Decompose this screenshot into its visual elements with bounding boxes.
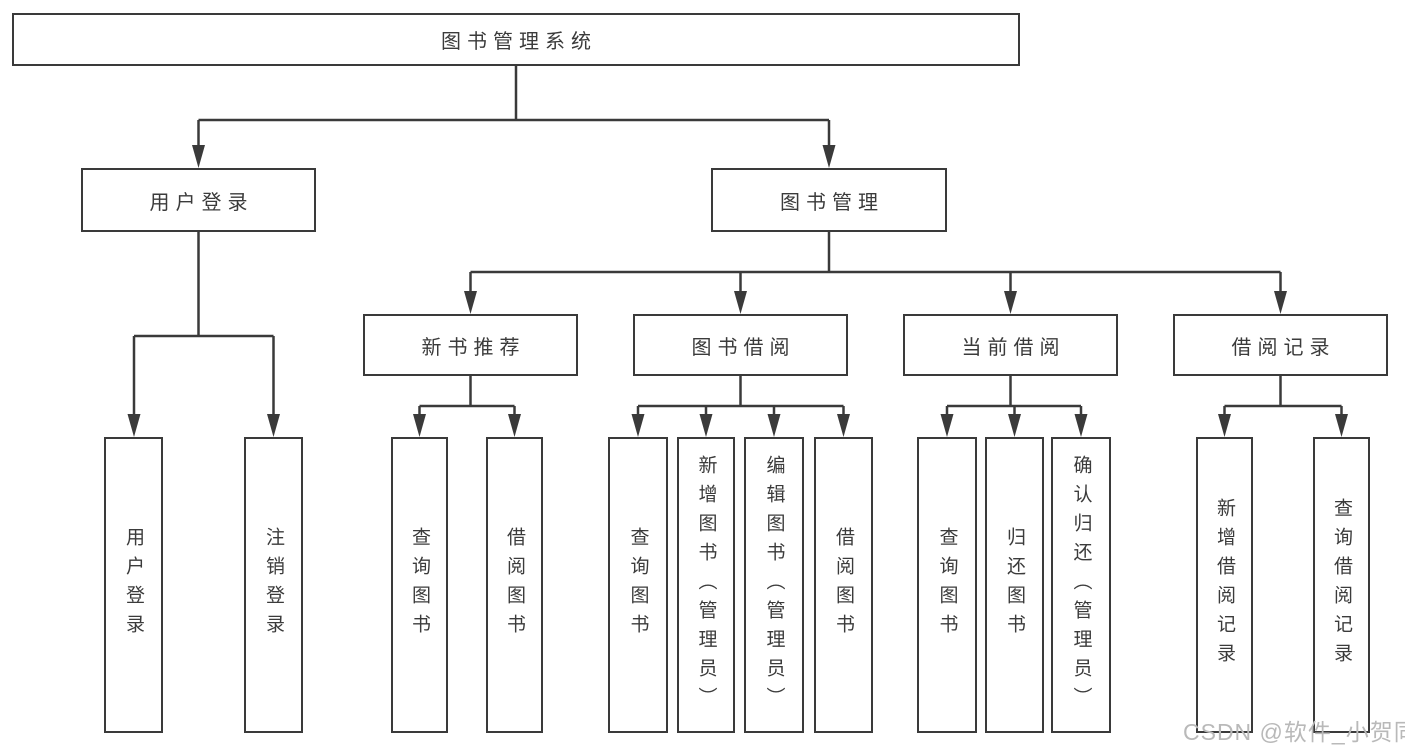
leaf-return-book-label: 归还图书 [1004, 527, 1025, 643]
node-new-book-recommend: 新书推荐 [363, 314, 578, 376]
leaf-borrow-book-1-label: 借阅图书 [504, 527, 525, 643]
leaf-borrow-book-1: 借阅图书 [486, 437, 543, 733]
leaf-query-book-3-label: 查询图书 [936, 527, 958, 643]
node-book-borrow: 图书借阅 [633, 314, 848, 376]
node-root-label: 图书管理系统 [441, 31, 597, 53]
node-new-book-recommend-label: 新书推荐 [421, 336, 526, 359]
leaf-add-borrow-record: 新增借阅记录 [1196, 437, 1253, 733]
leaf-add-book-admin-label: 新增图书（管理员） [695, 454, 717, 716]
leaf-query-book-2-label: 查询图书 [627, 527, 649, 643]
leaf-user-login: 用户登录 [104, 437, 163, 733]
leaf-return-book: 归还图书 [985, 437, 1044, 733]
leaf-edit-book-admin-label: 编辑图书（管理员） [763, 454, 785, 716]
leaf-borrow-book-2-label: 借阅图书 [833, 527, 854, 643]
leaf-query-borrow-record-label: 查询借阅记录 [1331, 498, 1352, 672]
node-book-borrow-label: 图书借阅 [691, 336, 796, 359]
leaf-confirm-return-admin-label: 确认归还（管理员） [1070, 454, 1092, 716]
leaf-add-book-admin: 新增图书（管理员） [677, 437, 735, 733]
node-book-management-label: 图书管理 [780, 191, 884, 214]
node-current-borrow-label: 当前借阅 [961, 336, 1066, 359]
node-user-login-label: 用户登录 [149, 191, 254, 214]
node-book-management: 图书管理 [711, 168, 947, 232]
node-current-borrow: 当前借阅 [903, 314, 1118, 376]
leaf-query-borrow-record: 查询借阅记录 [1313, 437, 1370, 733]
leaf-query-book-3: 查询图书 [917, 437, 977, 733]
node-user-login: 用户登录 [81, 168, 316, 232]
leaf-edit-book-admin: 编辑图书（管理员） [744, 437, 804, 733]
node-root: 图书管理系统 [12, 13, 1020, 66]
leaf-query-book-1: 查询图书 [391, 437, 448, 733]
leaf-query-book-1-label: 查询图书 [409, 527, 430, 643]
node-borrow-records: 借阅记录 [1173, 314, 1388, 376]
leaf-borrow-book-2: 借阅图书 [814, 437, 873, 733]
leaf-user-login-label: 用户登录 [123, 527, 144, 643]
leaf-query-book-2: 查询图书 [608, 437, 668, 733]
leaf-add-borrow-record-label: 新增借阅记录 [1214, 498, 1235, 672]
csdn-watermark: CSDN @软件_小贺同学 [1183, 719, 1405, 745]
leaf-confirm-return-admin: 确认归还（管理员） [1051, 437, 1111, 733]
node-borrow-records-label: 借阅记录 [1231, 336, 1336, 359]
leaf-logout-label: 注销登录 [263, 527, 284, 643]
leaf-logout: 注销登录 [244, 437, 303, 733]
